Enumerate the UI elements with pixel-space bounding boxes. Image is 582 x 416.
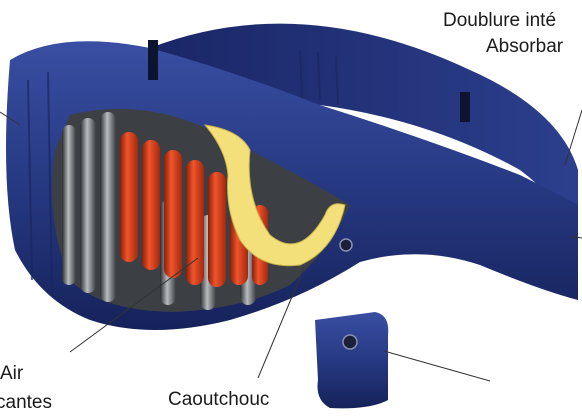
strap-band-right — [460, 92, 470, 122]
label-lining-line1: Doublure inté — [443, 10, 556, 32]
label-air-line1: Air — [0, 363, 23, 385]
valve-snap — [340, 239, 352, 251]
label-caoutchouc: Caoutchouc — [168, 389, 269, 411]
valve-button — [343, 335, 357, 349]
label-lining-line2: Absorbar — [486, 36, 563, 58]
strap-band-left — [148, 40, 158, 80]
pump-tab — [315, 312, 388, 408]
